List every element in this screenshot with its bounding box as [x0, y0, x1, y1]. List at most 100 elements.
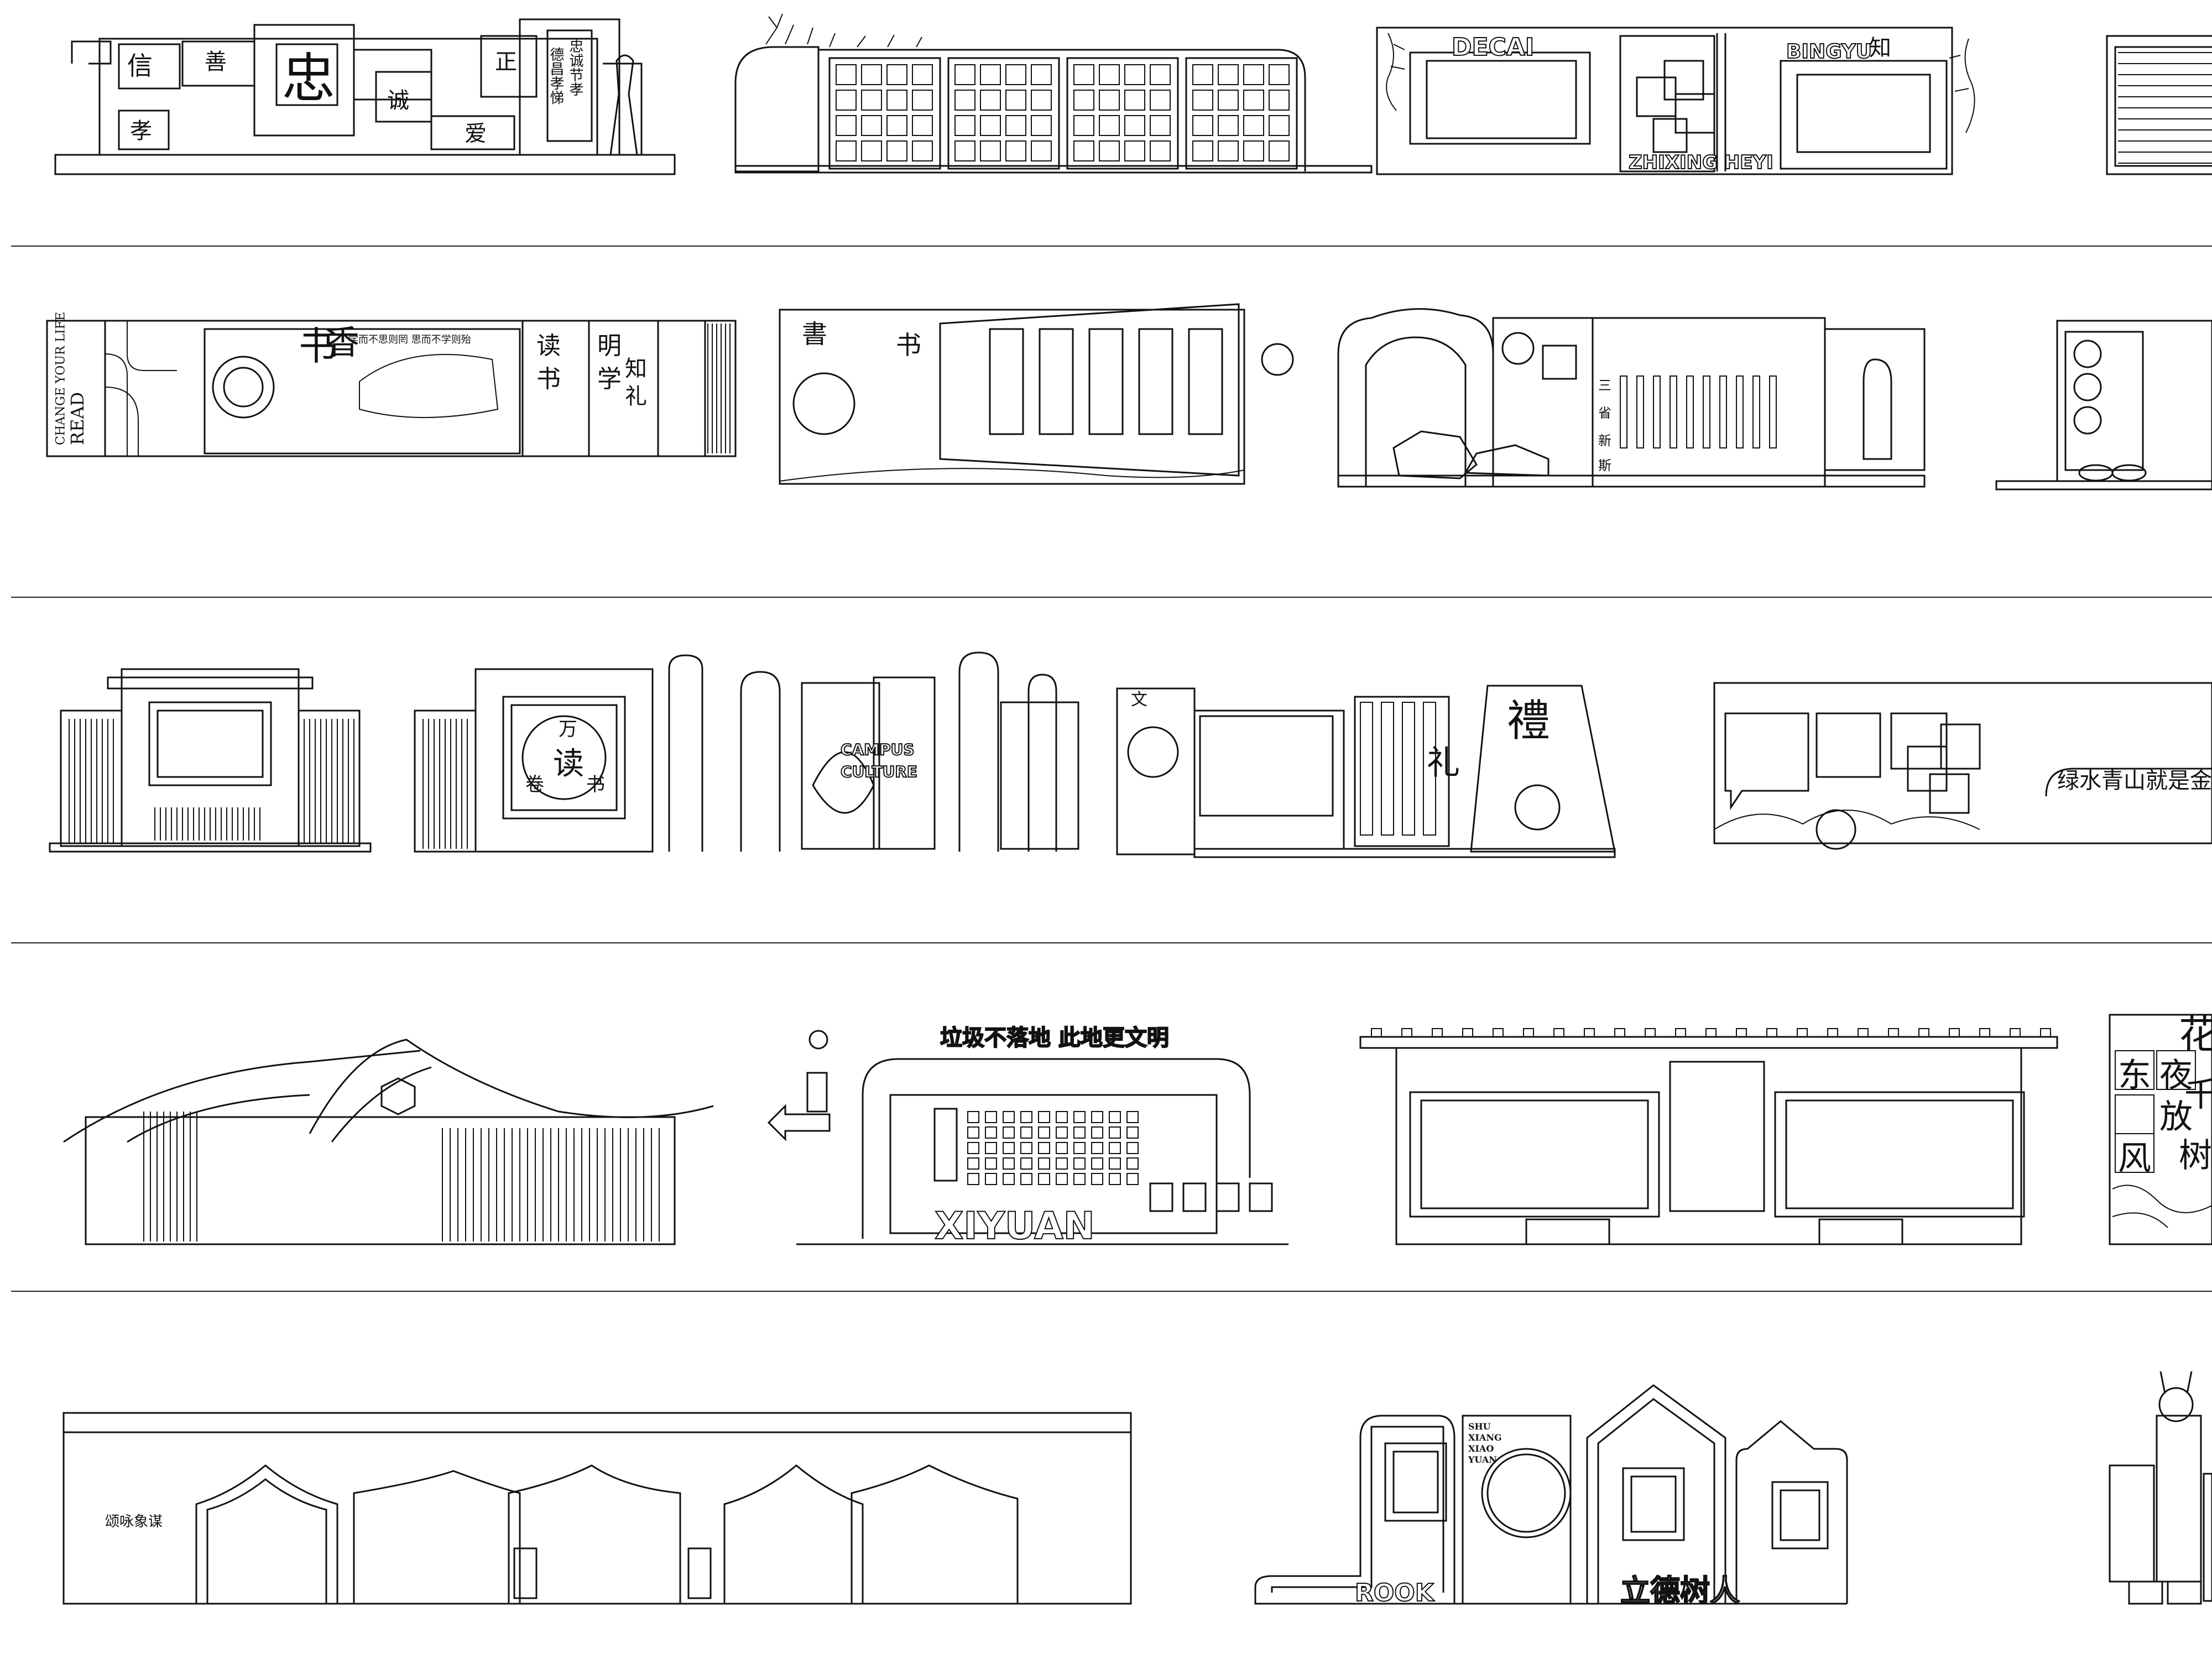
peg-cell	[1003, 1111, 1015, 1123]
peg-cell	[1003, 1173, 1015, 1185]
campus-en-label: CAMPUS	[841, 740, 915, 759]
peg-cell	[1091, 1111, 1103, 1123]
read-banner: 学而不思则罔 思而不学则殆	[348, 334, 471, 346]
arch-glyph-xing: 省	[1598, 405, 1611, 421]
peg-cell	[985, 1173, 997, 1185]
info-bar	[1686, 375, 1694, 448]
info-bar	[1381, 702, 1394, 836]
lattice-cell	[912, 64, 933, 85]
lattice-cell	[861, 64, 882, 85]
pinyin-yuan: YUAN	[1468, 1454, 1497, 1465]
lattice-cell	[1269, 64, 1290, 85]
lattice-cell	[1150, 90, 1171, 111]
lattice-cell	[980, 115, 1001, 136]
row2-wall1-read-wall: READ CHANGE YOUR LIFE 书 香 读 书 明 学 知 礼 学而…	[46, 312, 737, 457]
peg-cell	[1126, 1111, 1139, 1123]
read-glyph-du: 读	[553, 746, 584, 782]
zhi-glyph: 知	[1869, 35, 1891, 61]
info-bar	[1719, 375, 1727, 448]
lattice-cell	[1099, 64, 1120, 85]
lattice-cell	[836, 64, 857, 85]
lattice-cell	[954, 64, 975, 85]
read-glyph-ming: 明	[597, 332, 622, 360]
poem-glyph-dong: 东	[2118, 1056, 2151, 1095]
peg-cell	[1056, 1126, 1068, 1139]
lattice-cell	[980, 90, 1001, 111]
row4-wall2-garbage-wall: 垃圾不落地 此地更文明 XIYUAN	[767, 1025, 1288, 1249]
lattice-cell	[1073, 140, 1094, 161]
read-glyph-li: 礼	[625, 384, 647, 409]
lattice-cell	[954, 115, 975, 136]
peg-cell	[1056, 1111, 1068, 1123]
lattice-cell	[954, 140, 975, 161]
pergola-beam	[1979, 1028, 1990, 1037]
peg-cell	[1073, 1142, 1086, 1154]
lattice-cell	[1243, 140, 1264, 161]
peg-cell	[985, 1157, 997, 1170]
lattice-cell	[1124, 90, 1145, 111]
lattice-cell	[1269, 115, 1290, 136]
lattice-cell	[1031, 115, 1052, 136]
row3-wall4-green-mountains: 绿水青山就是金山	[1713, 682, 2212, 850]
read-glyph-xue: 学	[597, 365, 622, 393]
peg-cell	[985, 1111, 997, 1123]
peg-cell	[1038, 1126, 1050, 1139]
peg-cell	[1038, 1111, 1050, 1123]
lattice-cell	[1150, 64, 1171, 85]
lattice-cell	[1005, 90, 1026, 111]
info-bar	[1703, 375, 1710, 448]
row-separators	[11, 246, 2212, 1292]
culture-en-label: CULTURE	[841, 763, 917, 781]
lattice-cell	[1243, 115, 1264, 136]
virtue-poem-line2: 德昌孝悌	[547, 47, 564, 105]
virtue-glyph-zheng: 正	[495, 49, 517, 75]
row4-wall1-curved-roof	[63, 1039, 714, 1245]
lattice-cell	[861, 90, 882, 111]
info-bar	[1636, 375, 1644, 448]
lattice-cell	[1005, 140, 1026, 161]
peg-cell	[1038, 1173, 1050, 1185]
pergola-beam	[1675, 1028, 1686, 1037]
arch-glyph-si: 斯	[1598, 458, 1611, 473]
pergola-beam	[1645, 1028, 1656, 1037]
pergola-beam	[1797, 1028, 1808, 1037]
lattice-cell	[1031, 140, 1052, 161]
row5-wall1-roof-arch-wall: 颂咏象谋	[62, 1412, 1132, 1605]
peg-cell	[985, 1142, 997, 1154]
peg-cell	[1126, 1126, 1139, 1139]
peg-cell	[967, 1142, 979, 1154]
arch-glyph-san: 三	[1598, 378, 1611, 393]
row2-wall2-book-wall: 書 书	[779, 303, 1294, 485]
info-bar	[1670, 375, 1677, 448]
li-small-glyph: 礼	[1427, 744, 1460, 782]
peg-cell	[1003, 1157, 1015, 1170]
virtue-glyph-zhong: 忠	[282, 48, 335, 109]
lattice-cell	[1192, 140, 1213, 161]
read-glyph-juan: 卷	[525, 774, 544, 796]
green-mountains-slogan: 绿水青山就是金山	[2057, 768, 2212, 794]
lattice-cell	[836, 90, 857, 111]
peg-cell	[1109, 1111, 1121, 1123]
poem-glyph-qian: 千	[2184, 1076, 2212, 1114]
read-glyph-shu: 书	[586, 774, 605, 796]
bingyu-label: BINGYU	[1786, 40, 1872, 63]
pinyin-xiao: XIAO	[1468, 1443, 1494, 1454]
lattice-cell	[912, 90, 933, 111]
pergola-beam	[2040, 1028, 2051, 1037]
lattice-cell	[1150, 115, 1171, 136]
lattice-cell	[1124, 64, 1145, 85]
peg-cell	[1073, 1173, 1086, 1185]
lattice-cell	[1005, 115, 1026, 136]
virtue-glyph-xiao: 孝	[130, 118, 152, 144]
info-bar	[1360, 702, 1373, 836]
lattice-cell	[836, 140, 857, 161]
read-glyph-wan: 万	[559, 718, 577, 740]
lattice-cell	[1099, 90, 1120, 111]
lattice-cell	[861, 140, 882, 161]
peg-cell	[1091, 1173, 1103, 1185]
lattice-cell	[1124, 115, 1145, 136]
lattice-cell	[1269, 140, 1290, 161]
peg-cell	[1003, 1142, 1015, 1154]
peg-cell	[1038, 1142, 1050, 1154]
